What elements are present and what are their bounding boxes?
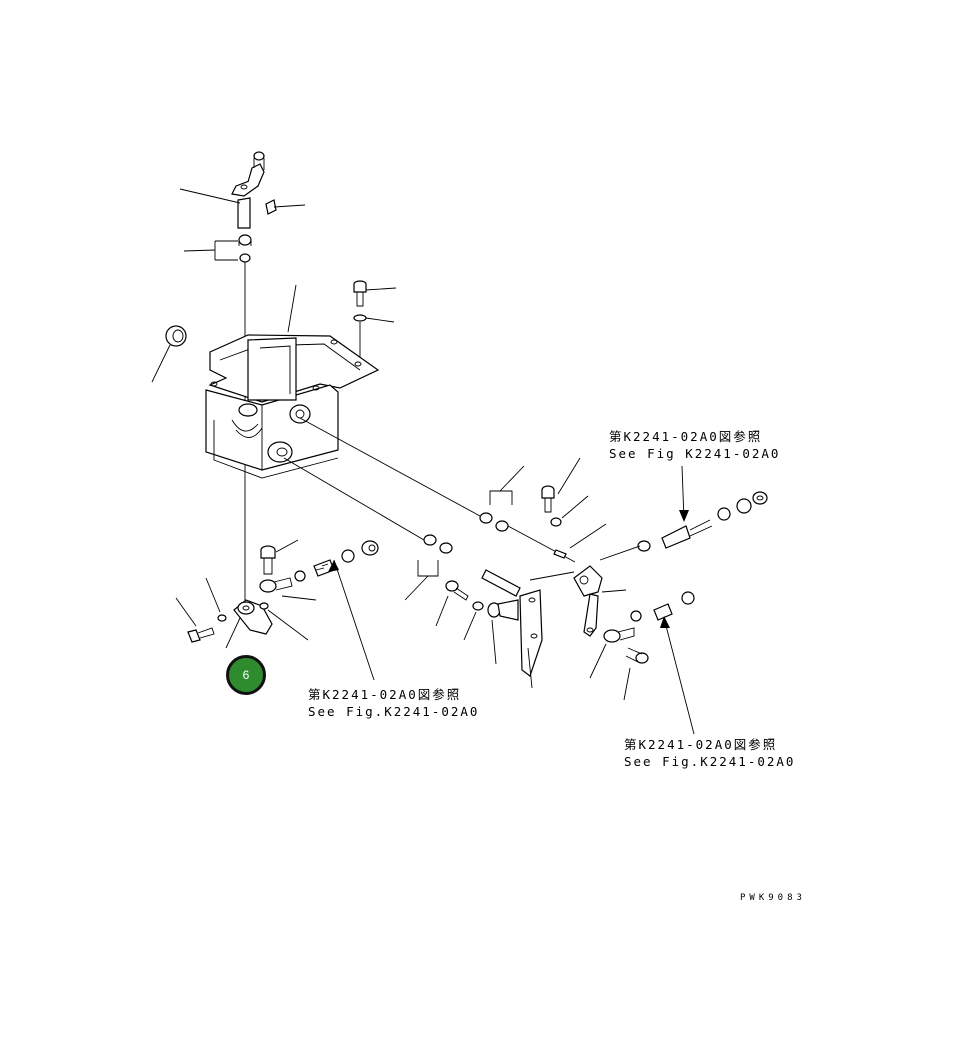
callout-badge[interactable]: 6 <box>226 655 266 695</box>
cable-adjuster-left <box>294 540 379 582</box>
reference-jp: 第K2241-02A0図参照 <box>609 429 763 444</box>
rubber-grommet <box>151 325 187 383</box>
washer-top <box>353 314 395 360</box>
reference-label-upper-right: 第K2241-02A0図参照 See Fig K2241-02A0 <box>609 428 780 462</box>
mid-washer <box>463 601 484 641</box>
reference-en: See Fig K2241-02A0 <box>609 446 781 461</box>
lever-arm <box>519 589 543 689</box>
ball-joint-right <box>589 627 635 679</box>
shift-lever <box>231 151 265 229</box>
lower-bolt-left <box>175 597 215 643</box>
right-lower-bolt <box>623 647 649 701</box>
cotter-pin <box>553 523 607 559</box>
rod-bushings-upper <box>479 465 576 563</box>
bushing-pair <box>238 234 252 263</box>
console-bracket <box>205 284 380 479</box>
clevis-pin <box>487 599 519 665</box>
mid-bolt <box>435 580 469 627</box>
rod-bushings-lower <box>404 534 453 601</box>
reference-en: See Fig.K2241-02A0 <box>624 754 796 769</box>
cable-adjuster-upper-right <box>599 491 768 561</box>
lower-bolt-vertical <box>260 539 299 575</box>
lower-washer-left <box>205 577 227 622</box>
reference-jp: 第K2241-02A0図参照 <box>308 687 462 702</box>
drawing-code: PWK9083 <box>740 893 806 903</box>
right-washer <box>550 495 589 527</box>
lever-clamp <box>529 565 627 637</box>
reference-jp: 第K2241-02A0図参照 <box>624 737 778 752</box>
bolt-top <box>353 280 397 307</box>
ball-joint-left <box>259 577 317 601</box>
reference-label-lower-right: 第K2241-02A0図参照 See Fig.K2241-02A0 <box>624 736 795 770</box>
cable-adjuster-right <box>630 591 695 622</box>
reference-en: See Fig.K2241-02A0 <box>308 704 480 719</box>
lower-washer-right <box>259 602 309 641</box>
right-bolt <box>541 457 581 513</box>
lever-pin <box>265 199 277 215</box>
reference-label-lower-left: 第K2241-02A0図参照 See Fig.K2241-02A0 <box>308 686 479 720</box>
